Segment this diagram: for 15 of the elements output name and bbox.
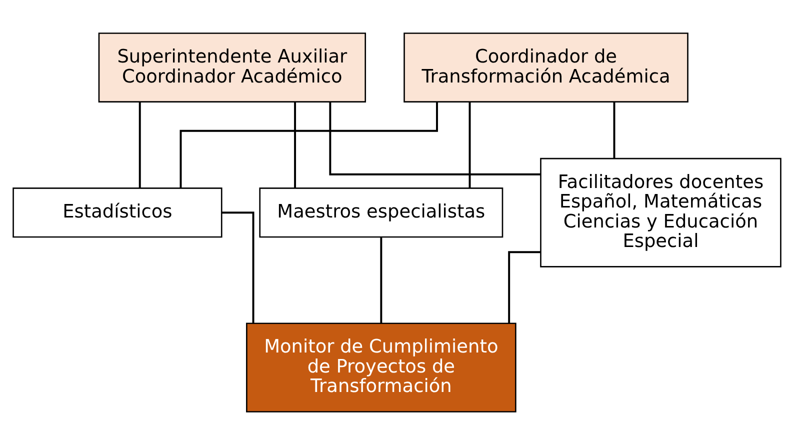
connector [180,102,438,188]
node-box: Facilitadores docentes Español, Matemáticas Ciencias y Educación Especial [540,157,782,267]
node-box: Estadísticos [12,187,222,238]
connector [294,101,296,188]
connector [468,101,471,188]
connector [329,101,540,175]
node-box: Coordinador de Transformación Académica [404,32,688,102]
connector [613,101,616,158]
connector [222,211,254,323]
connector [508,250,540,323]
connector [138,101,141,188]
node-box: Maestros especialistas [259,187,504,238]
connector [380,236,382,323]
node-box: Monitor de Cumplimiento de Proyectos de Transformación [246,322,516,412]
node-box: Superintendente Auxiliar Coordinador Académico [98,32,366,102]
